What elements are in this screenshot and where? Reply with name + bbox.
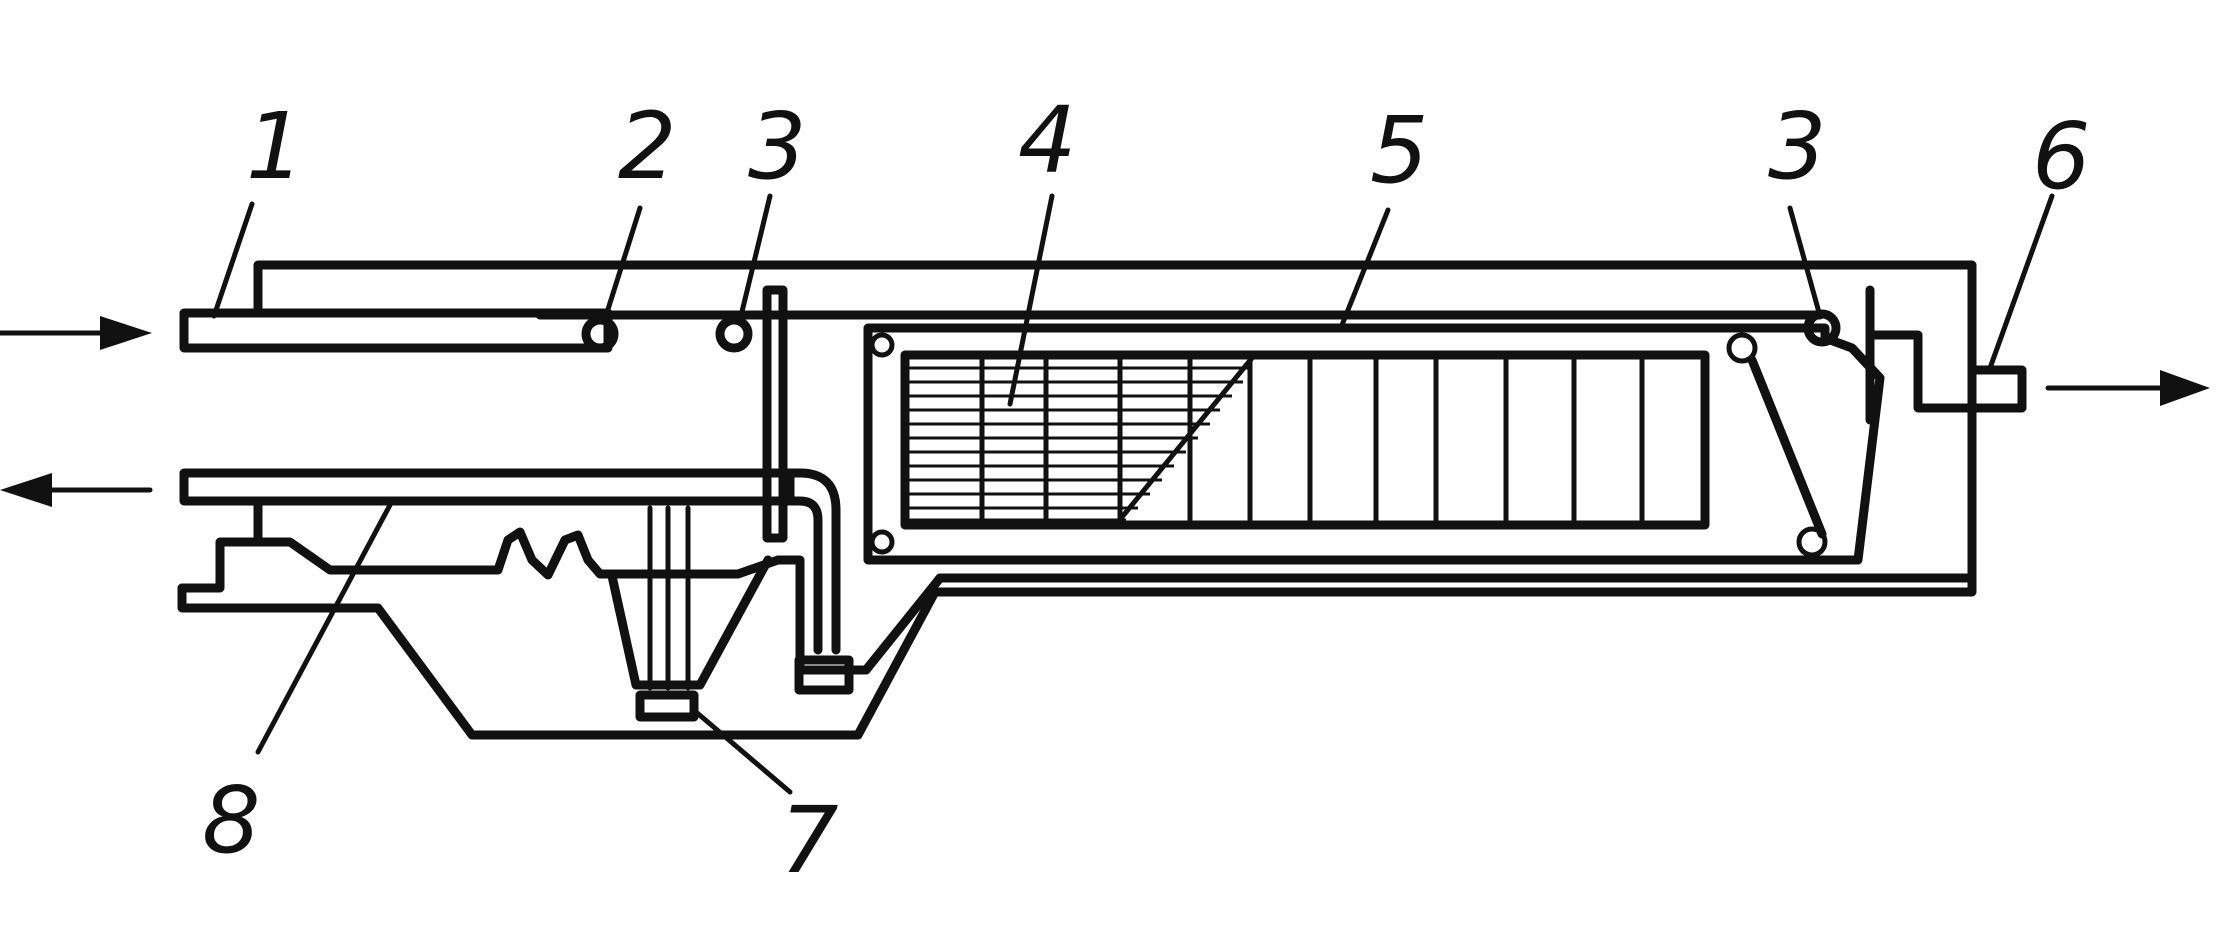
callout-3a (737, 193, 773, 323)
roller-3-left-icon (715, 315, 753, 353)
callout-7 (693, 709, 793, 795)
callout-6 (1987, 193, 2055, 371)
label-3-right: 3 (1768, 93, 1827, 200)
roller-2-icon (581, 315, 619, 353)
label-1: 1 (246, 93, 305, 200)
return-arrow (0, 473, 153, 507)
callout-8 (255, 502, 393, 755)
label-4: 4 (1018, 87, 1077, 194)
label-6: 6 (2032, 103, 2091, 210)
chamber-corner-roller-tr (1726, 332, 1758, 364)
callout-2 (601, 205, 643, 325)
chamber-corner-roller-br (1796, 526, 1828, 558)
callout-1 (211, 201, 255, 319)
label-8: 8 (202, 767, 261, 874)
vertical-guide-bar (762, 285, 788, 543)
bent-tube (785, 468, 841, 655)
chamber-belt-right (1747, 355, 1827, 539)
housing-outer-wall (177, 260, 1977, 740)
inlet-arrow (0, 316, 152, 350)
callout-5 (1337, 207, 1391, 333)
bent-tube-base (794, 655, 854, 695)
label-7: 7 (780, 787, 839, 894)
label-2: 2 (618, 93, 677, 200)
heater-panel-4 (900, 350, 1710, 530)
corrugated-inner-wall (177, 527, 945, 675)
label-5: 5 (1370, 97, 1429, 204)
callout-3b (1787, 205, 1823, 319)
chamber-corner-roller-bl (869, 529, 895, 555)
chamber-corner-roller-tl (869, 332, 895, 358)
callout-4 (1007, 193, 1055, 407)
return-pipe (179, 468, 795, 506)
drain-outlet-block (635, 690, 699, 722)
outlet-arrow (2045, 370, 2210, 406)
outlet-nozzle (1865, 330, 2027, 413)
label-3-left: 3 (748, 93, 807, 200)
heater-hatching (908, 357, 1255, 523)
